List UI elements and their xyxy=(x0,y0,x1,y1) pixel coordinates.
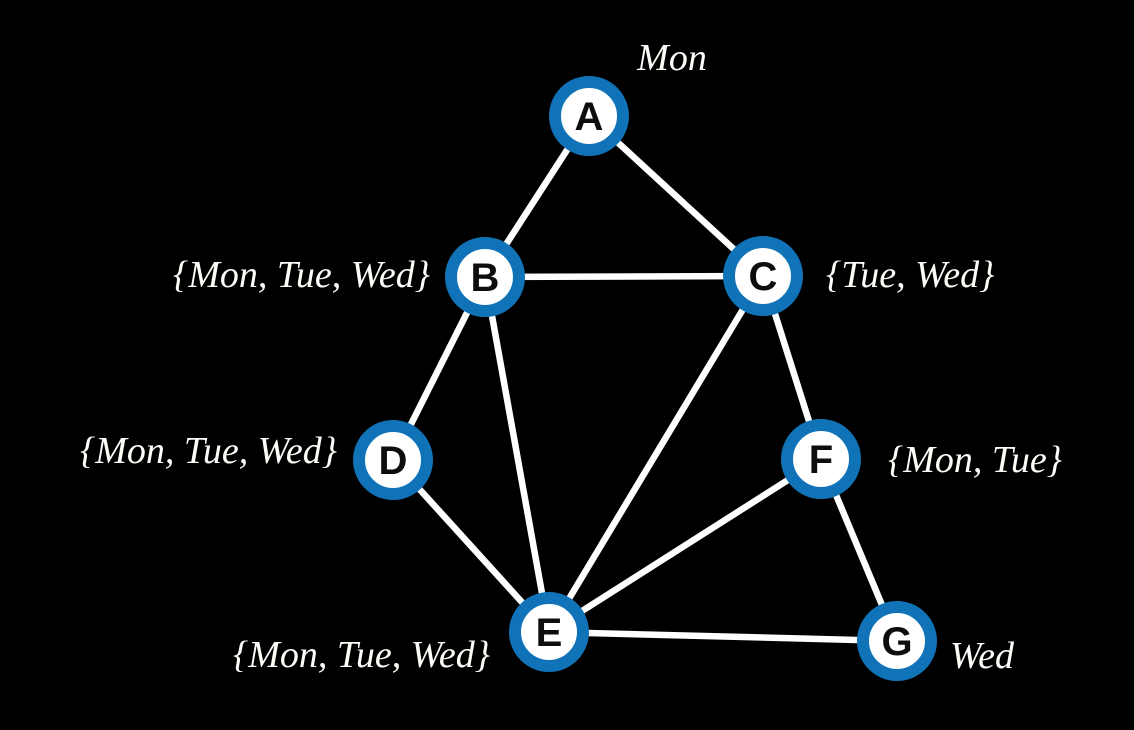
node-C[interactable]: C xyxy=(723,236,803,316)
node-D[interactable]: D xyxy=(353,420,433,500)
domain-label-G: Wed xyxy=(950,635,1015,677)
edge-B-C xyxy=(481,272,767,281)
edge-C-E xyxy=(545,272,767,636)
node-G[interactable]: G xyxy=(857,601,937,681)
domain-label-C: {Tue, Wed} xyxy=(826,254,994,296)
domain-label-A: Mon xyxy=(636,37,707,79)
labels-layer: Mon {Mon, Tue, Wed} {Tue, Wed} {Mon, Tue, W… xyxy=(80,37,1062,677)
node-letter-D: D xyxy=(379,439,408,483)
node-circle-C xyxy=(723,236,803,316)
edge-E-F xyxy=(545,455,825,636)
edge-B-E xyxy=(481,273,553,636)
node-circle-F xyxy=(781,419,861,499)
node-letter-G: G xyxy=(881,620,912,664)
node-circle-D xyxy=(353,420,433,500)
node-A[interactable]: A xyxy=(549,76,629,156)
edges-layer xyxy=(389,112,901,645)
node-letter-C: C xyxy=(749,255,778,299)
edge-E-G xyxy=(545,628,901,645)
domain-label-F: {Mon, Tue} xyxy=(888,439,1062,481)
node-letter-B: B xyxy=(471,256,500,300)
domain-label-D: {Mon, Tue, Wed} xyxy=(80,430,337,472)
domain-label-E: {Mon, Tue, Wed} xyxy=(233,634,490,676)
node-letter-F: F xyxy=(809,438,833,482)
node-circle-A xyxy=(549,76,629,156)
node-circle-B xyxy=(445,237,525,317)
node-F[interactable]: F xyxy=(781,419,861,499)
node-letter-E: E xyxy=(536,611,563,655)
nodes-layer: A B C D F E G xyxy=(353,76,937,681)
node-circle-E xyxy=(509,592,589,672)
node-B[interactable]: B xyxy=(445,237,525,317)
node-letter-A: A xyxy=(575,95,604,139)
domain-label-B: {Mon, Tue, Wed} xyxy=(173,254,430,296)
node-circle-G xyxy=(857,601,937,681)
node-E[interactable]: E xyxy=(509,592,589,672)
